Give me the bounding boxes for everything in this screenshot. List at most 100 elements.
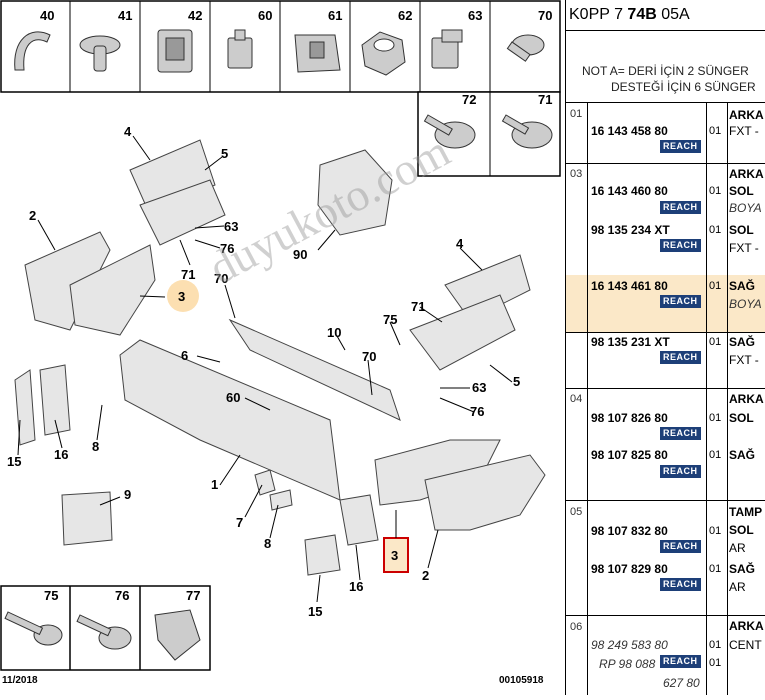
bracket-15-left <box>14 369 36 446</box>
quantity: 01 <box>709 563 722 575</box>
diagram-svg: 40 41 42 60 61 62 63 70 72 71 <box>0 0 561 686</box>
description: ARKA <box>729 108 764 122</box>
callout-15-left: 15 <box>7 454 21 469</box>
clip-77-icon <box>154 609 201 661</box>
part-number[interactable]: 98 249 583 80 <box>591 638 668 652</box>
nut-62-icon <box>361 31 406 76</box>
screw-72-icon <box>423 114 476 149</box>
callout-1: 1 <box>211 477 218 492</box>
bumper-corner-left-front <box>69 244 156 336</box>
reach-badge: REACH <box>660 351 701 364</box>
quantity: 01 <box>709 280 722 292</box>
sponge-kit-9 <box>61 491 113 546</box>
ref-number: 06 <box>570 621 583 633</box>
screw-76-icon <box>76 614 132 650</box>
quantity: 01 <box>709 185 722 197</box>
callout-76-left: 76 <box>220 241 234 256</box>
kit-header-suffix: 05A <box>656 6 690 23</box>
thumb-41-label: 41 <box>118 8 132 23</box>
part-number[interactable]: 98 107 826 80 <box>591 411 668 425</box>
reach-badge: REACH <box>660 427 701 440</box>
part-number[interactable]: 16 143 460 80 <box>591 184 668 198</box>
parts-row-05[interactable] <box>566 500 765 616</box>
part-number[interactable]: 98 107 829 80 <box>591 562 668 576</box>
reach-badge: REACH <box>660 465 701 478</box>
part-number[interactable]: 98 135 234 XT <box>591 223 670 237</box>
thumb-62-label: 62 <box>398 8 412 23</box>
kit-header: K0PP 7 74B 05A <box>566 0 765 31</box>
part-number[interactable]: 16 143 461 80 <box>591 279 668 293</box>
parts-row-04[interactable] <box>566 388 765 501</box>
footer-date: 11/2018 <box>2 675 38 686</box>
thumb-42-label: 42 <box>188 8 202 23</box>
description-detail: BOYA <box>729 297 762 311</box>
note-box: NOT A= DERİ İÇİN 2 SÜNGER DESTEĞİ İÇİN 6… <box>566 30 765 103</box>
callout-8-left: 8 <box>92 439 99 454</box>
quantity: 01 <box>709 525 722 537</box>
thumb-63-label: 63 <box>468 8 482 23</box>
thumb-60-label: 60 <box>258 8 272 23</box>
description-detail: FXT - <box>729 124 759 138</box>
reach-badge: REACH <box>660 201 701 214</box>
callout-76-right: 76 <box>470 404 484 419</box>
bracket-upper-left <box>129 139 216 216</box>
description: SOL <box>729 184 754 198</box>
bracket-lower-left <box>139 179 226 246</box>
part-number[interactable]: 98 135 231 XT <box>591 335 670 349</box>
fastener-kit-box <box>317 149 393 236</box>
part-number[interactable]: 16 143 458 80 <box>591 124 668 138</box>
nut-clip-60-icon <box>227 29 253 69</box>
callout-71-left: 71 <box>181 267 195 282</box>
description: SOL <box>729 411 754 425</box>
thumb-71-label: 71 <box>538 92 552 107</box>
reach-badge: REACH <box>660 655 701 668</box>
column-divider-1 <box>587 102 588 695</box>
column-divider-3 <box>727 102 728 695</box>
description: ARKA <box>729 167 764 181</box>
callout-16-left: 16 <box>54 447 68 462</box>
clip-63-icon <box>431 29 463 69</box>
parts-row-01[interactable] <box>566 102 765 164</box>
description: ARKA <box>729 392 764 406</box>
description: SOL <box>729 523 754 537</box>
clip-7 <box>254 469 276 496</box>
ref-number: 05 <box>570 506 583 518</box>
callout-10: 10 <box>327 325 341 340</box>
ref-number: 01 <box>570 108 583 120</box>
part-number[interactable]: 98 107 832 80 <box>591 524 668 538</box>
callout-15-right: 15 <box>308 604 322 619</box>
note-line-1: NOT A= DERİ İÇİN 2 SÜNGER <box>582 64 749 78</box>
part-number[interactable]: RP 98 088 <box>599 657 656 671</box>
quantity: 01 <box>709 336 722 348</box>
description: SAĞ <box>729 448 756 462</box>
callout-90: 90 <box>293 247 307 262</box>
description: SOL <box>729 223 754 237</box>
ref-number: 03 <box>570 168 583 180</box>
callout-70-center: 70 <box>362 349 376 364</box>
quantity: 01 <box>709 657 722 669</box>
callout-63-right: 63 <box>472 380 486 395</box>
bracket-16-right <box>339 494 379 546</box>
clip-8 <box>269 489 293 511</box>
quantity: 01 <box>709 412 722 424</box>
clip-40-icon <box>14 31 51 71</box>
description: TAMP <box>729 505 763 519</box>
callout-5-right: 5 <box>513 374 520 389</box>
reach-badge: REACH <box>660 295 701 308</box>
bumper-side-2-right <box>424 454 546 531</box>
thumb-76-label: 76 <box>115 588 129 603</box>
part-number[interactable]: 98 107 825 80 <box>591 448 668 462</box>
bracket-lower-right <box>409 294 516 371</box>
footer-code: 00105918 <box>499 675 544 686</box>
note-line-2: DESTEĞİ İÇİN 6 SÜNGER <box>611 80 756 94</box>
description-detail: FXT - <box>729 353 759 367</box>
callout-16-right: 16 <box>349 579 363 594</box>
callout-9: 9 <box>124 487 131 502</box>
parts-row-03[interactable] <box>566 163 765 389</box>
part-number-continued: 627 80 <box>663 676 700 690</box>
bracket-16-left <box>39 364 71 436</box>
quantity: 01 <box>709 125 722 137</box>
bracket-upper-right <box>444 254 531 321</box>
description-detail: BOYA <box>729 201 762 215</box>
description-detail: AR <box>729 580 746 594</box>
